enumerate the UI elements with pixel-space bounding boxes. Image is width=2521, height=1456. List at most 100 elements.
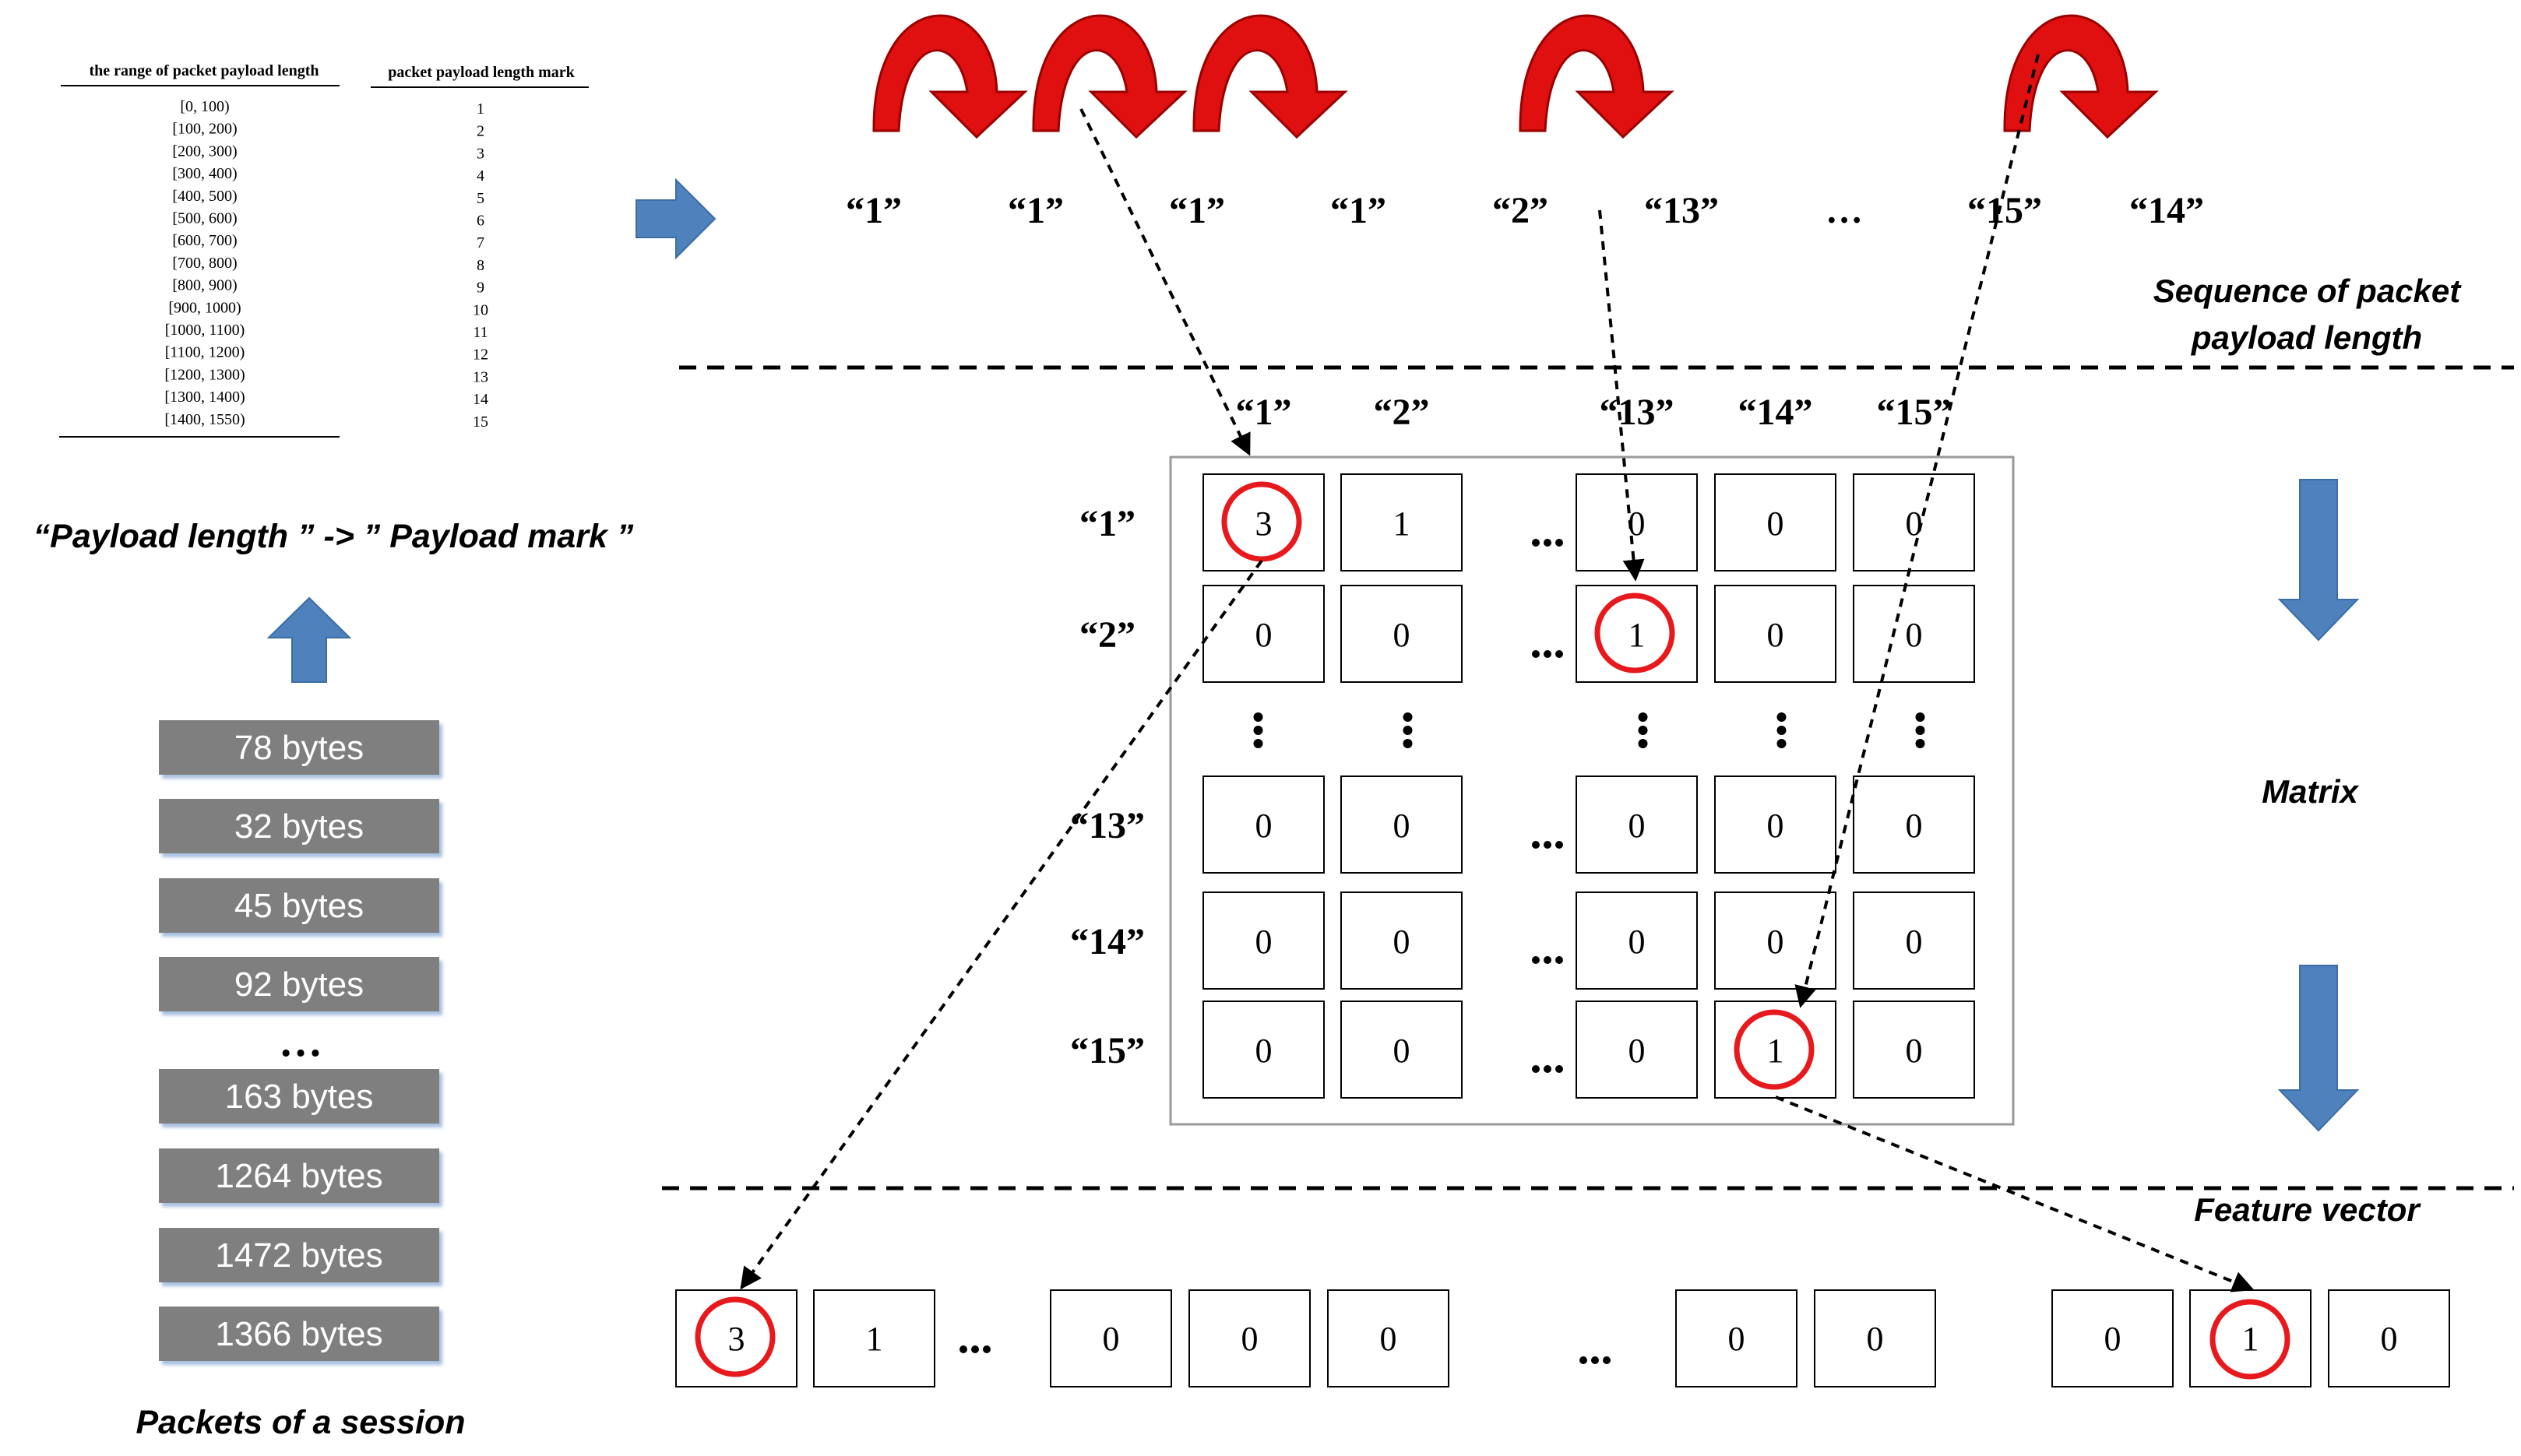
- curved-arrow-icon: [1032, 14, 1188, 139]
- mark-cell: 5: [477, 190, 484, 207]
- matrix-cell-value: 0: [1628, 807, 1646, 845]
- matrix-caption: Matrix: [2262, 773, 2359, 810]
- curved-arrow-icon: [1192, 14, 1348, 139]
- matrix-cell-value: 0: [1393, 616, 1410, 654]
- ellipsis-dot: [1544, 539, 1551, 547]
- ellipsis-dot: [1403, 739, 1413, 748]
- ellipsis-dot: [1555, 650, 1563, 658]
- matrix-cell: [1576, 892, 1698, 990]
- mark-cell: 14: [473, 391, 488, 408]
- sequence-item: “1”: [846, 190, 902, 231]
- mark-cell: 2: [477, 123, 484, 140]
- highlight-circle: [2209, 1299, 2290, 1380]
- feature-cell: [1050, 1289, 1172, 1387]
- matrix-cell: [1714, 585, 1836, 683]
- mark-cell: 15: [473, 413, 488, 431]
- matrix-cell-value: 0: [1628, 923, 1646, 961]
- matrix-cell: [1853, 585, 1975, 683]
- matrix-cell-value: 0: [1393, 1032, 1410, 1070]
- packet-size-label: 1366 bytes: [215, 1315, 382, 1353]
- feature-cell: [813, 1289, 935, 1387]
- payload-mapping-table: the range of packet payload length packe…: [59, 62, 589, 438]
- transition-curves: [872, 14, 2159, 139]
- ellipsis-dot: [1403, 726, 1413, 735]
- matrix-cell-value: 0: [1393, 807, 1410, 845]
- matrix-cell: [1340, 892, 1463, 990]
- session-caption: Packets of a session: [136, 1404, 465, 1441]
- matrix-cell-value: 0: [1906, 616, 1923, 654]
- right-arrow-icon: [636, 178, 717, 260]
- feature-cell-value: 0: [1867, 1320, 1884, 1358]
- packet-box: [159, 1307, 439, 1361]
- down-arrow-icon: [2277, 479, 2360, 642]
- ellipsis-dot: [1532, 841, 1540, 849]
- mark-cell: 7: [477, 234, 484, 251]
- matrix-row-header: “2”: [1079, 614, 1136, 656]
- matrix-cell-value: 0: [1767, 616, 1784, 654]
- mapping-caption: “Payload length ” -> ” Payload mark ”: [33, 518, 634, 555]
- sequence-item: “1”: [1169, 190, 1225, 231]
- matrix-cell-value: 0: [1255, 616, 1273, 654]
- matrix-cell-value: 0: [1767, 807, 1784, 845]
- feature-cell: [2328, 1289, 2450, 1387]
- matrix-cell-value: 0: [1767, 923, 1784, 961]
- mark-cell: 9: [477, 280, 484, 297]
- sequence-item: “2”: [1492, 190, 1548, 231]
- matrix-cell: [1576, 775, 1698, 874]
- packet-box: [159, 799, 439, 853]
- packet-size-label: 1472 bytes: [215, 1236, 382, 1275]
- matrix-cell: [1340, 1001, 1463, 1099]
- matrix-cell: [1853, 775, 1975, 874]
- mark-cell: 6: [477, 213, 484, 230]
- packet-size-label: 78 bytes: [234, 729, 364, 767]
- feature-cell-value: 0: [2104, 1320, 2121, 1358]
- ellipsis-dot: [1603, 1356, 1611, 1364]
- matrix-cell: [1714, 473, 1836, 571]
- feature-cell: [1327, 1289, 1449, 1387]
- feature-cell-value: 0: [1380, 1320, 1397, 1358]
- range-cell: [600, 700): [172, 232, 237, 249]
- sequence-caption-line1: Sequence of packet: [2153, 273, 2462, 309]
- matrix-cell: [1202, 892, 1325, 990]
- range-cell: [1000, 1100): [165, 322, 245, 339]
- sequence-item: “14”: [2129, 190, 2204, 231]
- ellipsis-dot: [1544, 1065, 1551, 1073]
- feature-cell-value: 0: [2381, 1320, 2398, 1358]
- range-cell: [100, 200): [172, 121, 237, 138]
- matrix-cell-value: 0: [1628, 505, 1646, 543]
- matrix-cell: [1202, 585, 1325, 683]
- packet-size-label: 163 bytes: [225, 1078, 374, 1116]
- highlight-circle: [1221, 481, 1302, 562]
- range-cell: [200, 300): [172, 142, 237, 160]
- range-cell: [300, 400): [172, 165, 237, 182]
- feature-cell-value: 0: [1728, 1320, 1745, 1358]
- matrix-cell: [1714, 892, 1836, 990]
- ellipsis-dot: [1544, 956, 1551, 964]
- packet-size-label: 92 bytes: [234, 965, 364, 1004]
- matrix-cell: [1853, 892, 1975, 990]
- matrix-cell-value: 1: [1767, 1032, 1784, 1070]
- range-cell: [900, 1000): [168, 299, 241, 316]
- sequence-item: “1”: [1330, 190, 1386, 231]
- ellipsis-dot: [1555, 956, 1563, 964]
- down-arrow-icon: [2277, 965, 2360, 1132]
- packet-ellipsis: …: [279, 1018, 322, 1066]
- feature-cell: [1814, 1289, 1936, 1387]
- matrix-row-header: “14”: [1070, 921, 1145, 962]
- ellipsis-dot: [1915, 739, 1925, 748]
- ellipsis-dot: [1776, 712, 1787, 722]
- range-column-header: the range of packet payload length: [90, 62, 319, 79]
- matrix-cell-value: 0: [1767, 505, 1784, 543]
- matrix-cell-value: 0: [1255, 1032, 1273, 1070]
- matrix-cell: [1853, 1001, 1975, 1099]
- feature-cell-value: 1: [2242, 1320, 2259, 1358]
- ellipsis-dot: [1591, 1356, 1599, 1364]
- matrix-cell-value: 0: [1393, 923, 1410, 961]
- matrix-cell: [1576, 1001, 1698, 1099]
- range-cell: [1100, 1200): [165, 344, 245, 361]
- mark-cell: 1: [477, 100, 484, 118]
- feature-vector-caption: Feature vector: [2194, 1191, 2421, 1228]
- sequence-item: “13”: [1644, 190, 1719, 231]
- ellipsis-dot: [1544, 841, 1551, 849]
